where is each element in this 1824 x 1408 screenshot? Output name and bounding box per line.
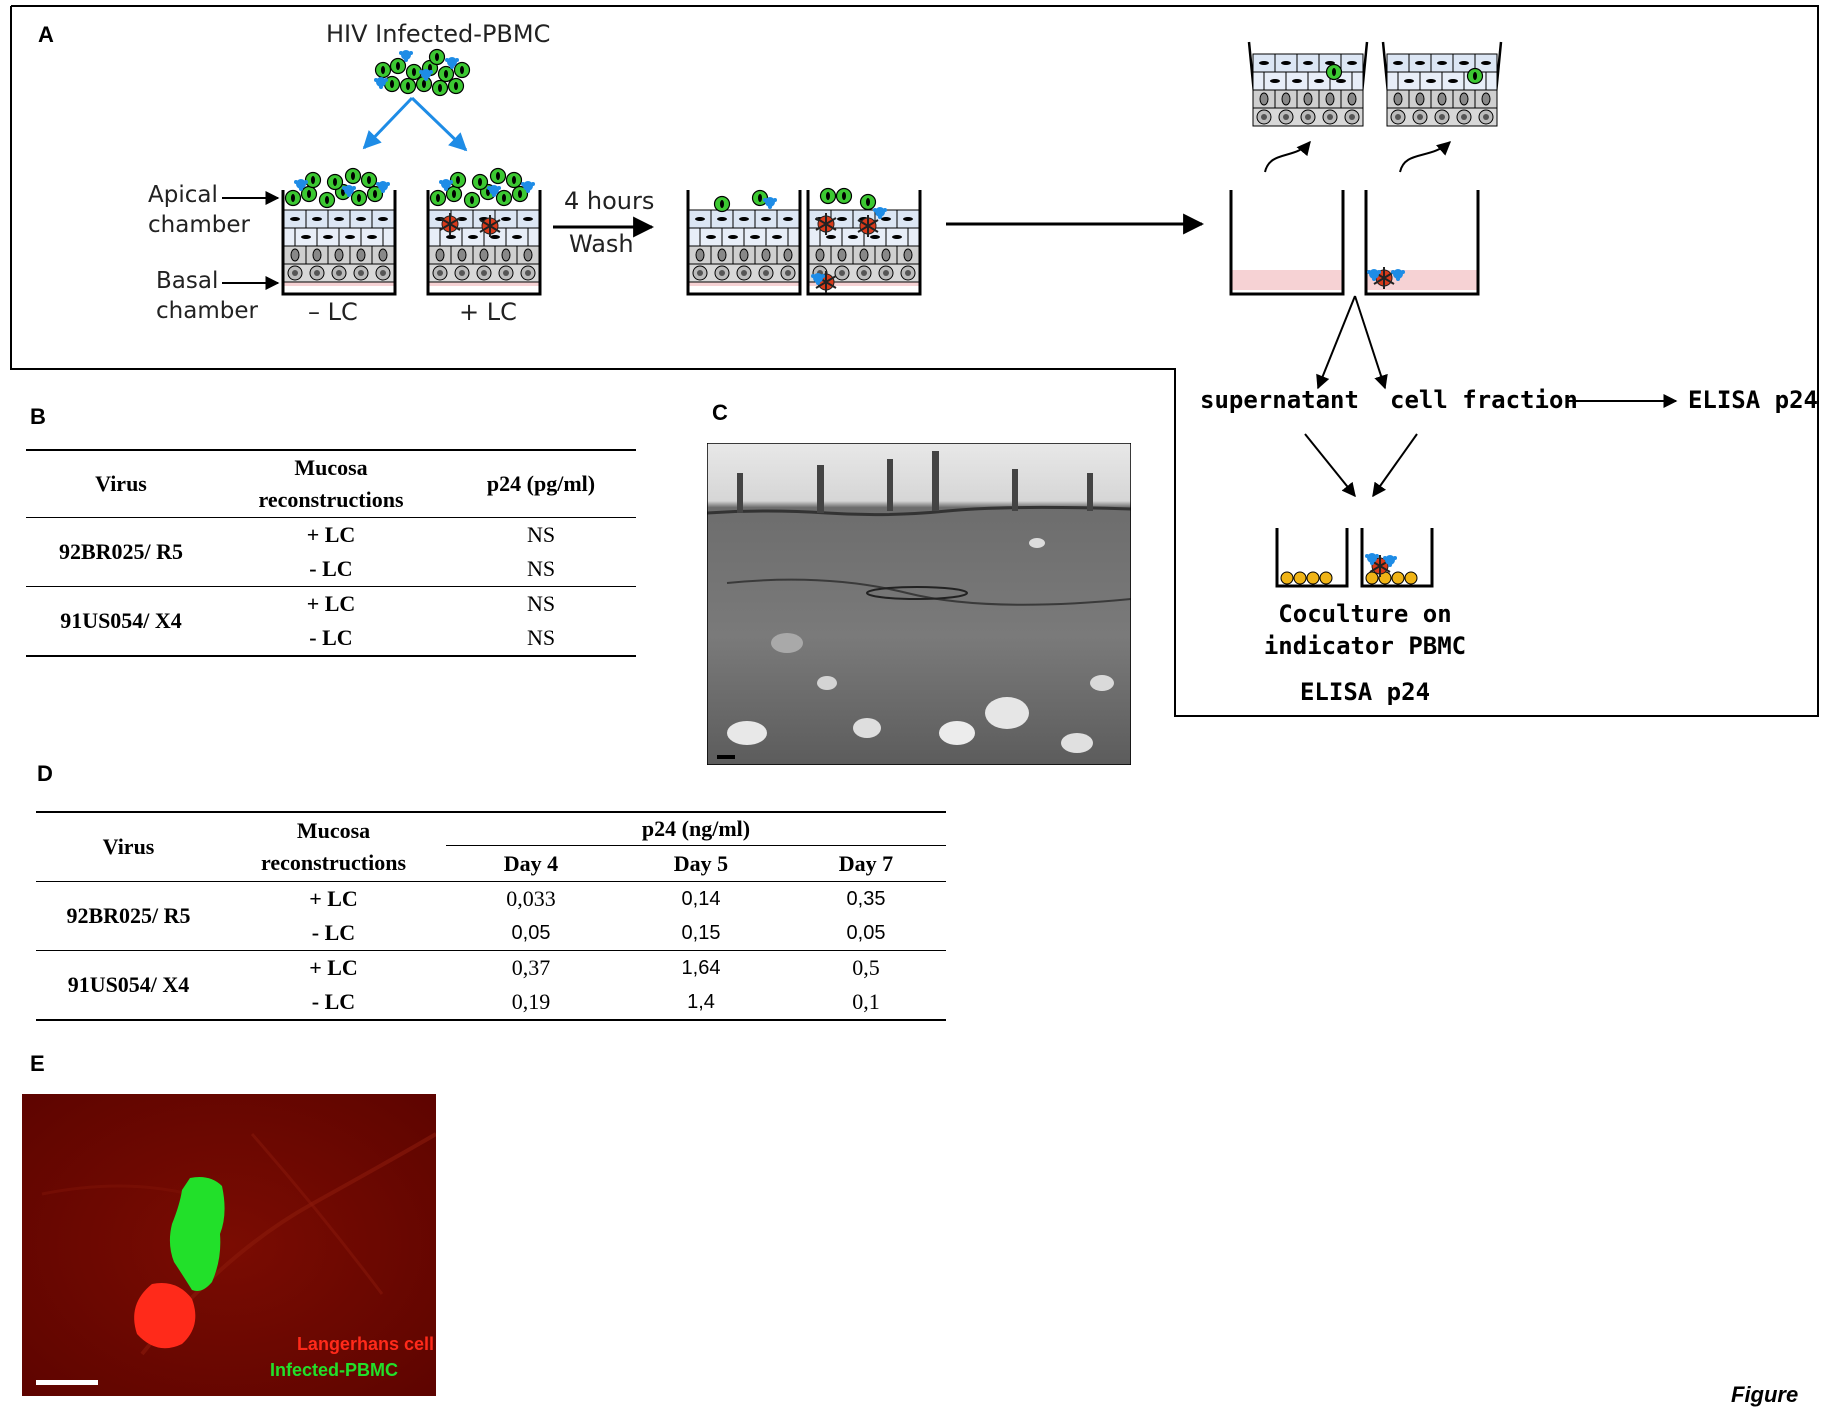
wash-label: Wash (569, 230, 634, 258)
pbmc-cluster (374, 48, 471, 97)
header-p24: p24 (ng/ml) (446, 812, 946, 847)
elisa-p24-right: ELISA p24 (1687, 386, 1818, 414)
figure-caption: Figure (1731, 1382, 1799, 1407)
plus-lc-label: + LC (459, 298, 517, 326)
table-row-lc: + LC (309, 955, 358, 980)
apical-chamber-label: Apical chamber (148, 182, 250, 238)
table-cell-day4: 0,033 (506, 886, 556, 911)
table-cell-day7: 0,5 (852, 955, 880, 980)
panel-a-label: A (38, 22, 54, 47)
table-cell-day5: 0,15 (681, 921, 721, 944)
table-row-lc: + LC (306, 522, 356, 547)
table-cell-day5: 1,4 (687, 990, 715, 1013)
hiv-infected-pbmc-label: HIV Infected-PBMC (326, 20, 551, 48)
table-row-virus: 92BR025/ R5 (58, 539, 184, 564)
table-row-lc: - LC (311, 920, 356, 945)
table-row-lc: - LC (309, 556, 353, 581)
table-d: Virus Mucosa reconstructions p24 (ng/ml)… (36, 811, 946, 1021)
table-row-value: NS (526, 522, 556, 547)
table-cell-day7: 0,35 (846, 887, 886, 910)
four-hours-label: 4 hours (564, 187, 655, 215)
panel-b-label: B (30, 404, 46, 429)
panel-d-label: D (37, 761, 53, 786)
header-mucosa: Mucosa reconstructions (260, 818, 407, 875)
electron-micrograph (707, 443, 1131, 765)
cell-fraction-label: cell fraction (1390, 386, 1578, 414)
table-cell-day5: 0,14 (681, 887, 721, 910)
table-row-lc: + LC (309, 886, 358, 911)
basal-chamber-label: Basal chamber (156, 268, 258, 324)
header-virus: Virus (102, 834, 155, 859)
header-day-4: Day 4 (503, 850, 559, 876)
elisa-p24-bottom: ELISA p24 (1299, 678, 1431, 706)
table-row-virus: 91US054/ X4 (67, 972, 190, 997)
table-cell-day4: 0,37 (511, 955, 551, 980)
table-cell-day5: 1,64 (681, 956, 721, 979)
table-cell-day4: 0,19 (511, 989, 551, 1014)
table-cell-day4: 0,05 (511, 921, 551, 944)
table-row-virus: 92BR025/ R5 (66, 903, 191, 928)
table-cell-day7: 0,1 (852, 989, 880, 1014)
minus-lc-label: – LC (308, 298, 358, 326)
panel-a-frame (10, 5, 1819, 717)
header-day-7: Day 7 (838, 850, 894, 876)
table-b: Virus Mucosa reconstructions p24 (pg/ml)… (26, 449, 636, 657)
table-cell-day7: 0,05 (846, 921, 886, 944)
legend-infected-pbmc: Infected-PBMC (270, 1360, 399, 1380)
table-row-value: NS (526, 625, 556, 650)
header-virus: Virus (95, 471, 147, 496)
table-row-lc: - LC (311, 989, 356, 1014)
header-mucosa: Mucosa reconstructions (258, 455, 404, 512)
supernatant-label: supernatant (1200, 386, 1359, 414)
table-row-lc: - LC (309, 625, 353, 650)
legend-langerhans-cell: Langerhans cell (296, 1334, 434, 1354)
panel-c-label: C (712, 400, 728, 425)
panel-e-label: E (30, 1051, 45, 1076)
table-row-value: NS (526, 591, 556, 616)
table-row-virus: 91US054/ X4 (60, 608, 182, 633)
header-p24: p24 (pg/ml) (486, 471, 596, 496)
table-row-lc: + LC (306, 591, 356, 616)
header-day-5: Day 5 (673, 850, 729, 876)
transwell-schematic (222, 41, 1678, 588)
table-row-value: NS (526, 556, 556, 581)
coculture-label: Coculture on indicator PBMC (1263, 600, 1467, 660)
fluorescence-image (22, 1094, 436, 1396)
